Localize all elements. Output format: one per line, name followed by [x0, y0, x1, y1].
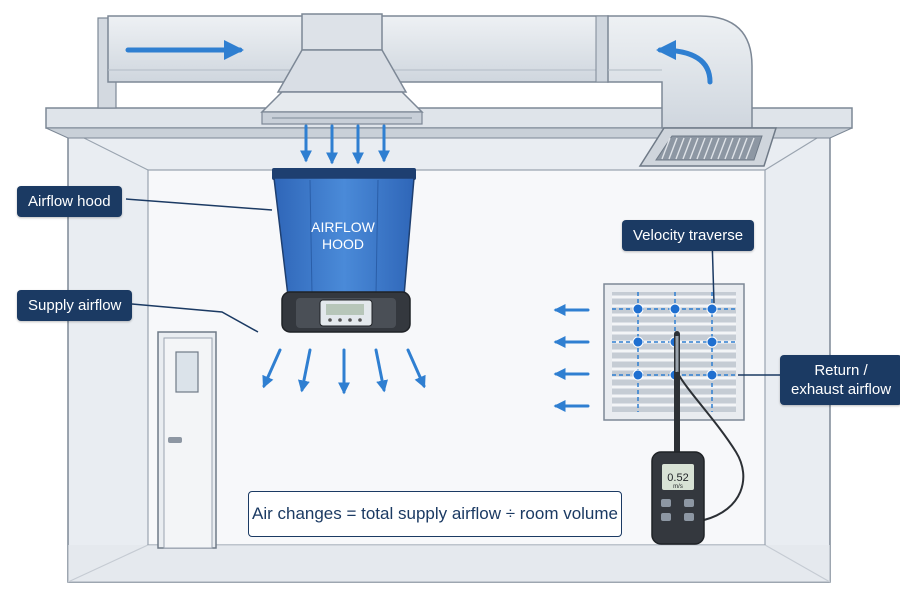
formula-box: Air changes = total supply airflow ÷ roo… — [248, 491, 622, 537]
hood-label-line1: AIRFLOW — [311, 219, 376, 235]
supply-diffuser — [260, 49, 424, 125]
airflow-hood-callout: Airflow hood — [17, 186, 122, 217]
return-ceiling-grille — [638, 127, 778, 167]
meter-unit: m/s — [673, 484, 683, 490]
return-flow-arrows — [553, 304, 590, 412]
door — [157, 331, 217, 549]
supply-outflow-arrows — [262, 348, 426, 395]
hood-inflow-arrows — [300, 124, 390, 165]
return-label-line2: exhaust airflow — [791, 381, 892, 398]
duct-flow-arrows — [125, 40, 713, 85]
supply-airflow-callout: Supply airflow — [17, 290, 133, 321]
ceiling — [45, 107, 853, 139]
hood-label-line2: HOOD — [322, 236, 364, 252]
return-exhaust-callout: Return / exhaust airflow — [780, 355, 900, 405]
formula-text: Air changes = total supply airflow ÷ roo… — [251, 504, 619, 523]
airflow-hood — [272, 168, 416, 333]
anemometer-meter — [651, 451, 705, 545]
return-label-line1: Return / — [814, 362, 868, 379]
anemometer-probe — [674, 331, 745, 521]
meter-reading: 0.52 — [667, 472, 688, 484]
velocity-traverse-callout: Velocity traverse — [622, 220, 755, 251]
